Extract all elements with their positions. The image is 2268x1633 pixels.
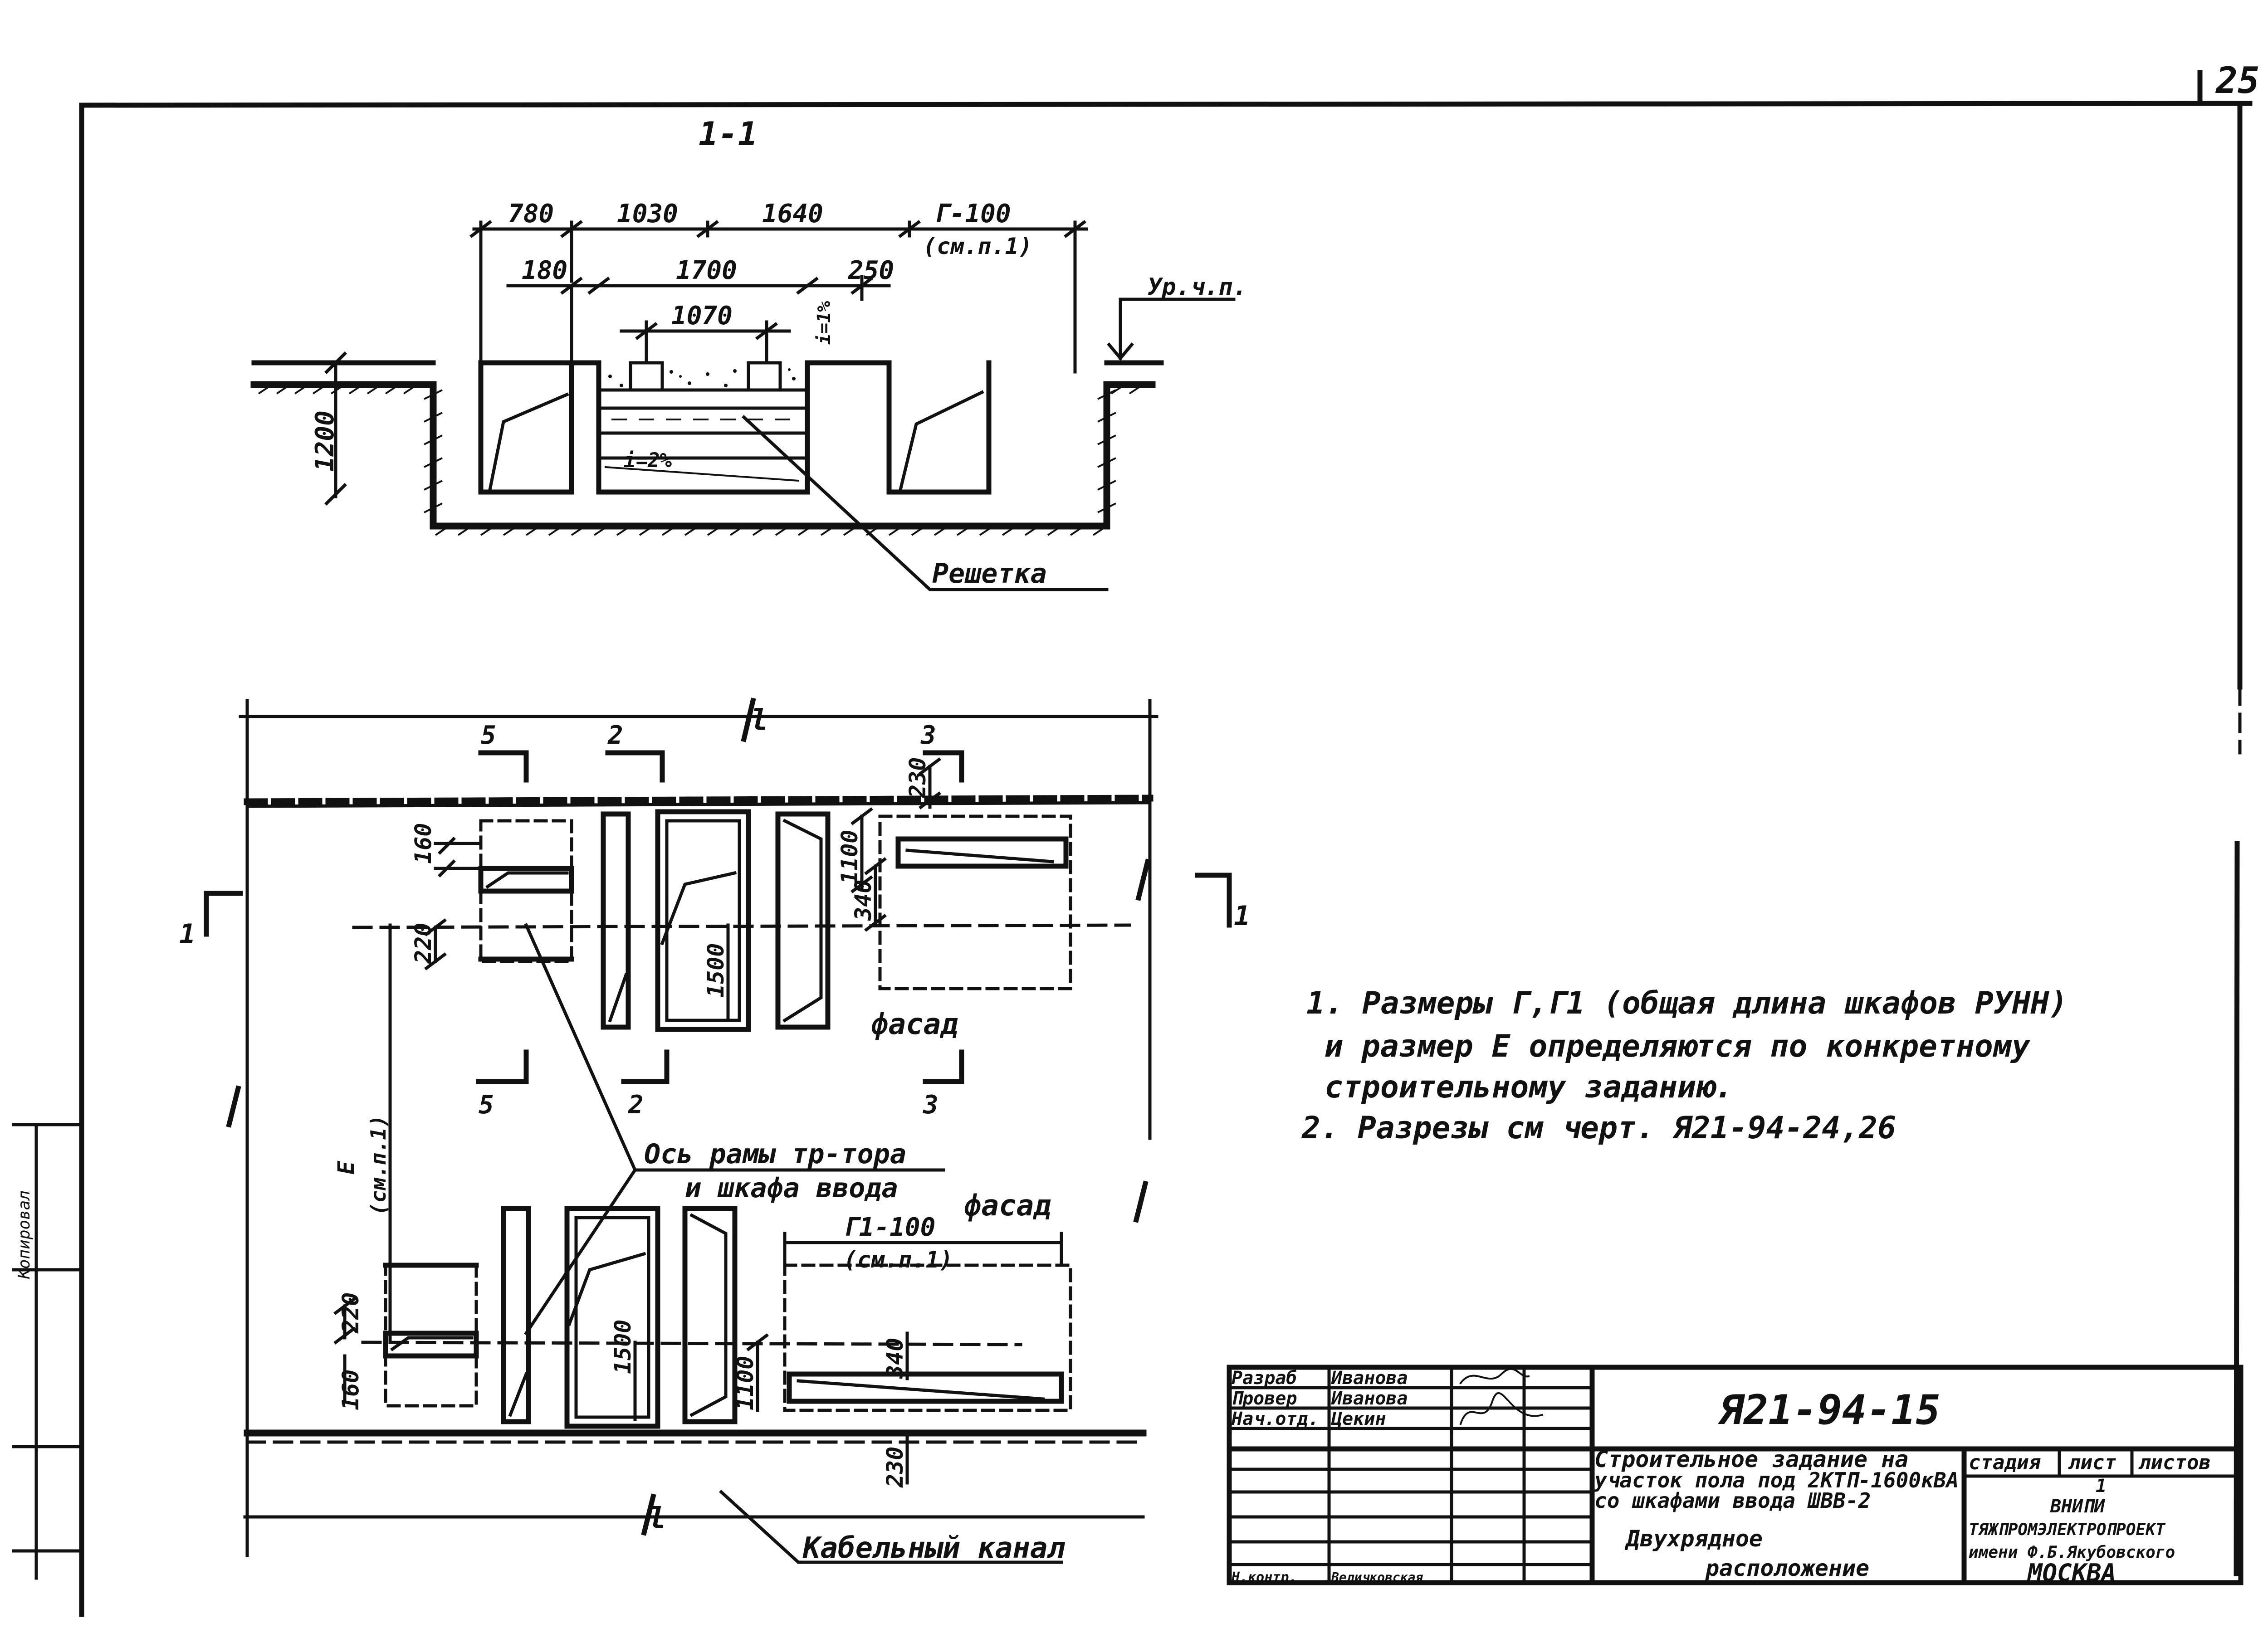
facade-label-upper: фасад bbox=[871, 1008, 958, 1041]
title-block: Разраб Провер Нач.отд. Н.контр. Иванова … bbox=[1227, 1365, 2244, 1587]
dim-1030: 1030 bbox=[617, 199, 678, 229]
dim-1640: 1640 bbox=[762, 199, 823, 229]
dim-1200: 1200 bbox=[310, 410, 340, 472]
dim-l-top: l bbox=[751, 704, 768, 737]
drawing-code: Я21-94-15 bbox=[1718, 1386, 1941, 1434]
org-line-4: МОСКВА bbox=[2027, 1559, 2116, 1587]
dim-340-top: 340 bbox=[850, 880, 876, 921]
slope-top: i=1% bbox=[814, 301, 835, 345]
soil-hatching bbox=[258, 384, 1144, 536]
desc-line-1: Строительное задание на bbox=[1594, 1446, 1908, 1472]
signature-1 bbox=[1459, 1368, 1530, 1384]
sheet-header: лист bbox=[2068, 1451, 2116, 1474]
cut-mark-3-mid: 3 bbox=[923, 1090, 938, 1120]
name-0: Иванова bbox=[1331, 1368, 1408, 1389]
slope-bottom: i=2% bbox=[624, 449, 672, 472]
dim-g-100: Г-100 bbox=[934, 199, 1011, 229]
section-title: 1-1 bbox=[699, 115, 758, 153]
dim-340-bottom: 340 bbox=[882, 1338, 908, 1379]
section-mark-right: 1 bbox=[1234, 900, 1250, 932]
dim-g1-note: (см.п.1) bbox=[844, 1247, 953, 1273]
dim-160-top: 160 bbox=[410, 823, 436, 864]
cut-mark-2-top: 2 bbox=[607, 721, 623, 750]
desc-line-3: со шкафами ввода ШВВ-2 bbox=[1594, 1488, 1871, 1513]
dim-180: 180 bbox=[522, 256, 567, 285]
dim-250: 250 bbox=[848, 256, 894, 285]
floor-level-label: Ур.ч.п. bbox=[1148, 273, 1247, 301]
dim-g1-100: Г1-100 bbox=[844, 1213, 935, 1242]
sheet-value: 1 bbox=[2096, 1476, 2107, 1497]
concrete-fill bbox=[608, 368, 796, 387]
sheets-header: листов bbox=[2138, 1451, 2211, 1474]
org-line-1: ВНИПИ bbox=[2050, 1496, 2105, 1517]
note-line-3: строительному заданию. bbox=[1325, 1069, 1733, 1105]
facade-label-lower: фасад bbox=[964, 1189, 1051, 1223]
axis-label-line2: и шкафа ввода bbox=[685, 1172, 898, 1204]
dim-g-note: (см.п.1) bbox=[923, 233, 1032, 259]
dim-1070: 1070 bbox=[671, 301, 733, 331]
dim-160-bottom: 160 bbox=[337, 1370, 364, 1410]
dim-e: E bbox=[333, 1160, 359, 1175]
dim-230-bottom: 230 bbox=[882, 1447, 908, 1488]
desc-line-4: Двухрядное bbox=[1624, 1526, 1763, 1552]
desc-line-2: участок пола под 2КТП-1600кВА bbox=[1593, 1468, 1959, 1492]
role-1: Провер bbox=[1232, 1388, 1297, 1409]
notes: 1. Размеры Г,Г1 (общая длина шкафов РУНН… bbox=[1301, 985, 2068, 1146]
signature-2 bbox=[1459, 1392, 1544, 1425]
grating-label: Решетка bbox=[932, 558, 1047, 590]
sheet-number: 25 bbox=[2215, 59, 2259, 102]
org-line-2: ТЯЖПРОМЭЛЕКТРОПРОЕКТ bbox=[1969, 1521, 2166, 1539]
dim-220-top: 220 bbox=[410, 923, 436, 964]
sheet-frame bbox=[79, 70, 2253, 1617]
dim-220-bottom: 220 bbox=[337, 1292, 364, 1334]
name-1: Иванова bbox=[1331, 1388, 1408, 1409]
dim-1500-bottom: 1500 bbox=[610, 1320, 636, 1374]
dim-1500-top: 1500 bbox=[703, 943, 729, 998]
side-stamp-label: Копировал bbox=[15, 1190, 34, 1279]
section-mark-left: 1 bbox=[179, 918, 196, 950]
dim-1700: 1700 bbox=[676, 256, 737, 285]
cable-channel-label: Кабельный канал bbox=[802, 1531, 1065, 1565]
cut-mark-2-mid: 2 bbox=[628, 1090, 644, 1120]
name-2: Цекин bbox=[1331, 1409, 1386, 1429]
name-6: Величковская bbox=[1331, 1570, 1423, 1585]
cut-mark-5-top: 5 bbox=[481, 721, 496, 750]
role-6: Н.контр. bbox=[1231, 1570, 1297, 1585]
dim-1100-top: 1100 bbox=[836, 830, 863, 884]
axis-label-line1: Ось рамы тр-тора bbox=[644, 1138, 906, 1170]
dim-780: 780 bbox=[508, 199, 554, 229]
desc-line-5: расположение bbox=[1705, 1555, 1869, 1581]
plan-view: l l 5 2 3 5 2 3 1 1 bbox=[179, 697, 1250, 1565]
side-stamp: Копировал bbox=[12, 1123, 83, 1580]
note-line-1: 1. Размеры Г,Г1 (общая длина шкафов РУНН… bbox=[1306, 985, 2068, 1021]
role-0: Разраб bbox=[1232, 1368, 1297, 1389]
cut-mark-3-top: 3 bbox=[920, 721, 936, 750]
dim-e-note: (см.п.1) bbox=[366, 1115, 391, 1215]
note-line-2: и размер Е определяются по конкретному bbox=[1325, 1029, 2031, 1064]
note-line-4: 2. Разрезы см черт. Я21-94-24,26 bbox=[1301, 1110, 1896, 1146]
dim-230-top: 230 bbox=[904, 757, 931, 799]
org-line-3: имени Ф.Б.Якубовского bbox=[1969, 1543, 2175, 1562]
stage-header: стадия bbox=[1969, 1451, 2041, 1474]
role-2: Нач.отд. bbox=[1231, 1409, 1319, 1429]
section-1-1: 780 1030 1640 Г-100 (см.п.1) 180 1700 25… bbox=[250, 199, 1247, 591]
cut-mark-5-mid: 5 bbox=[479, 1090, 494, 1120]
dim-1100-bottom: 1100 bbox=[732, 1356, 758, 1410]
